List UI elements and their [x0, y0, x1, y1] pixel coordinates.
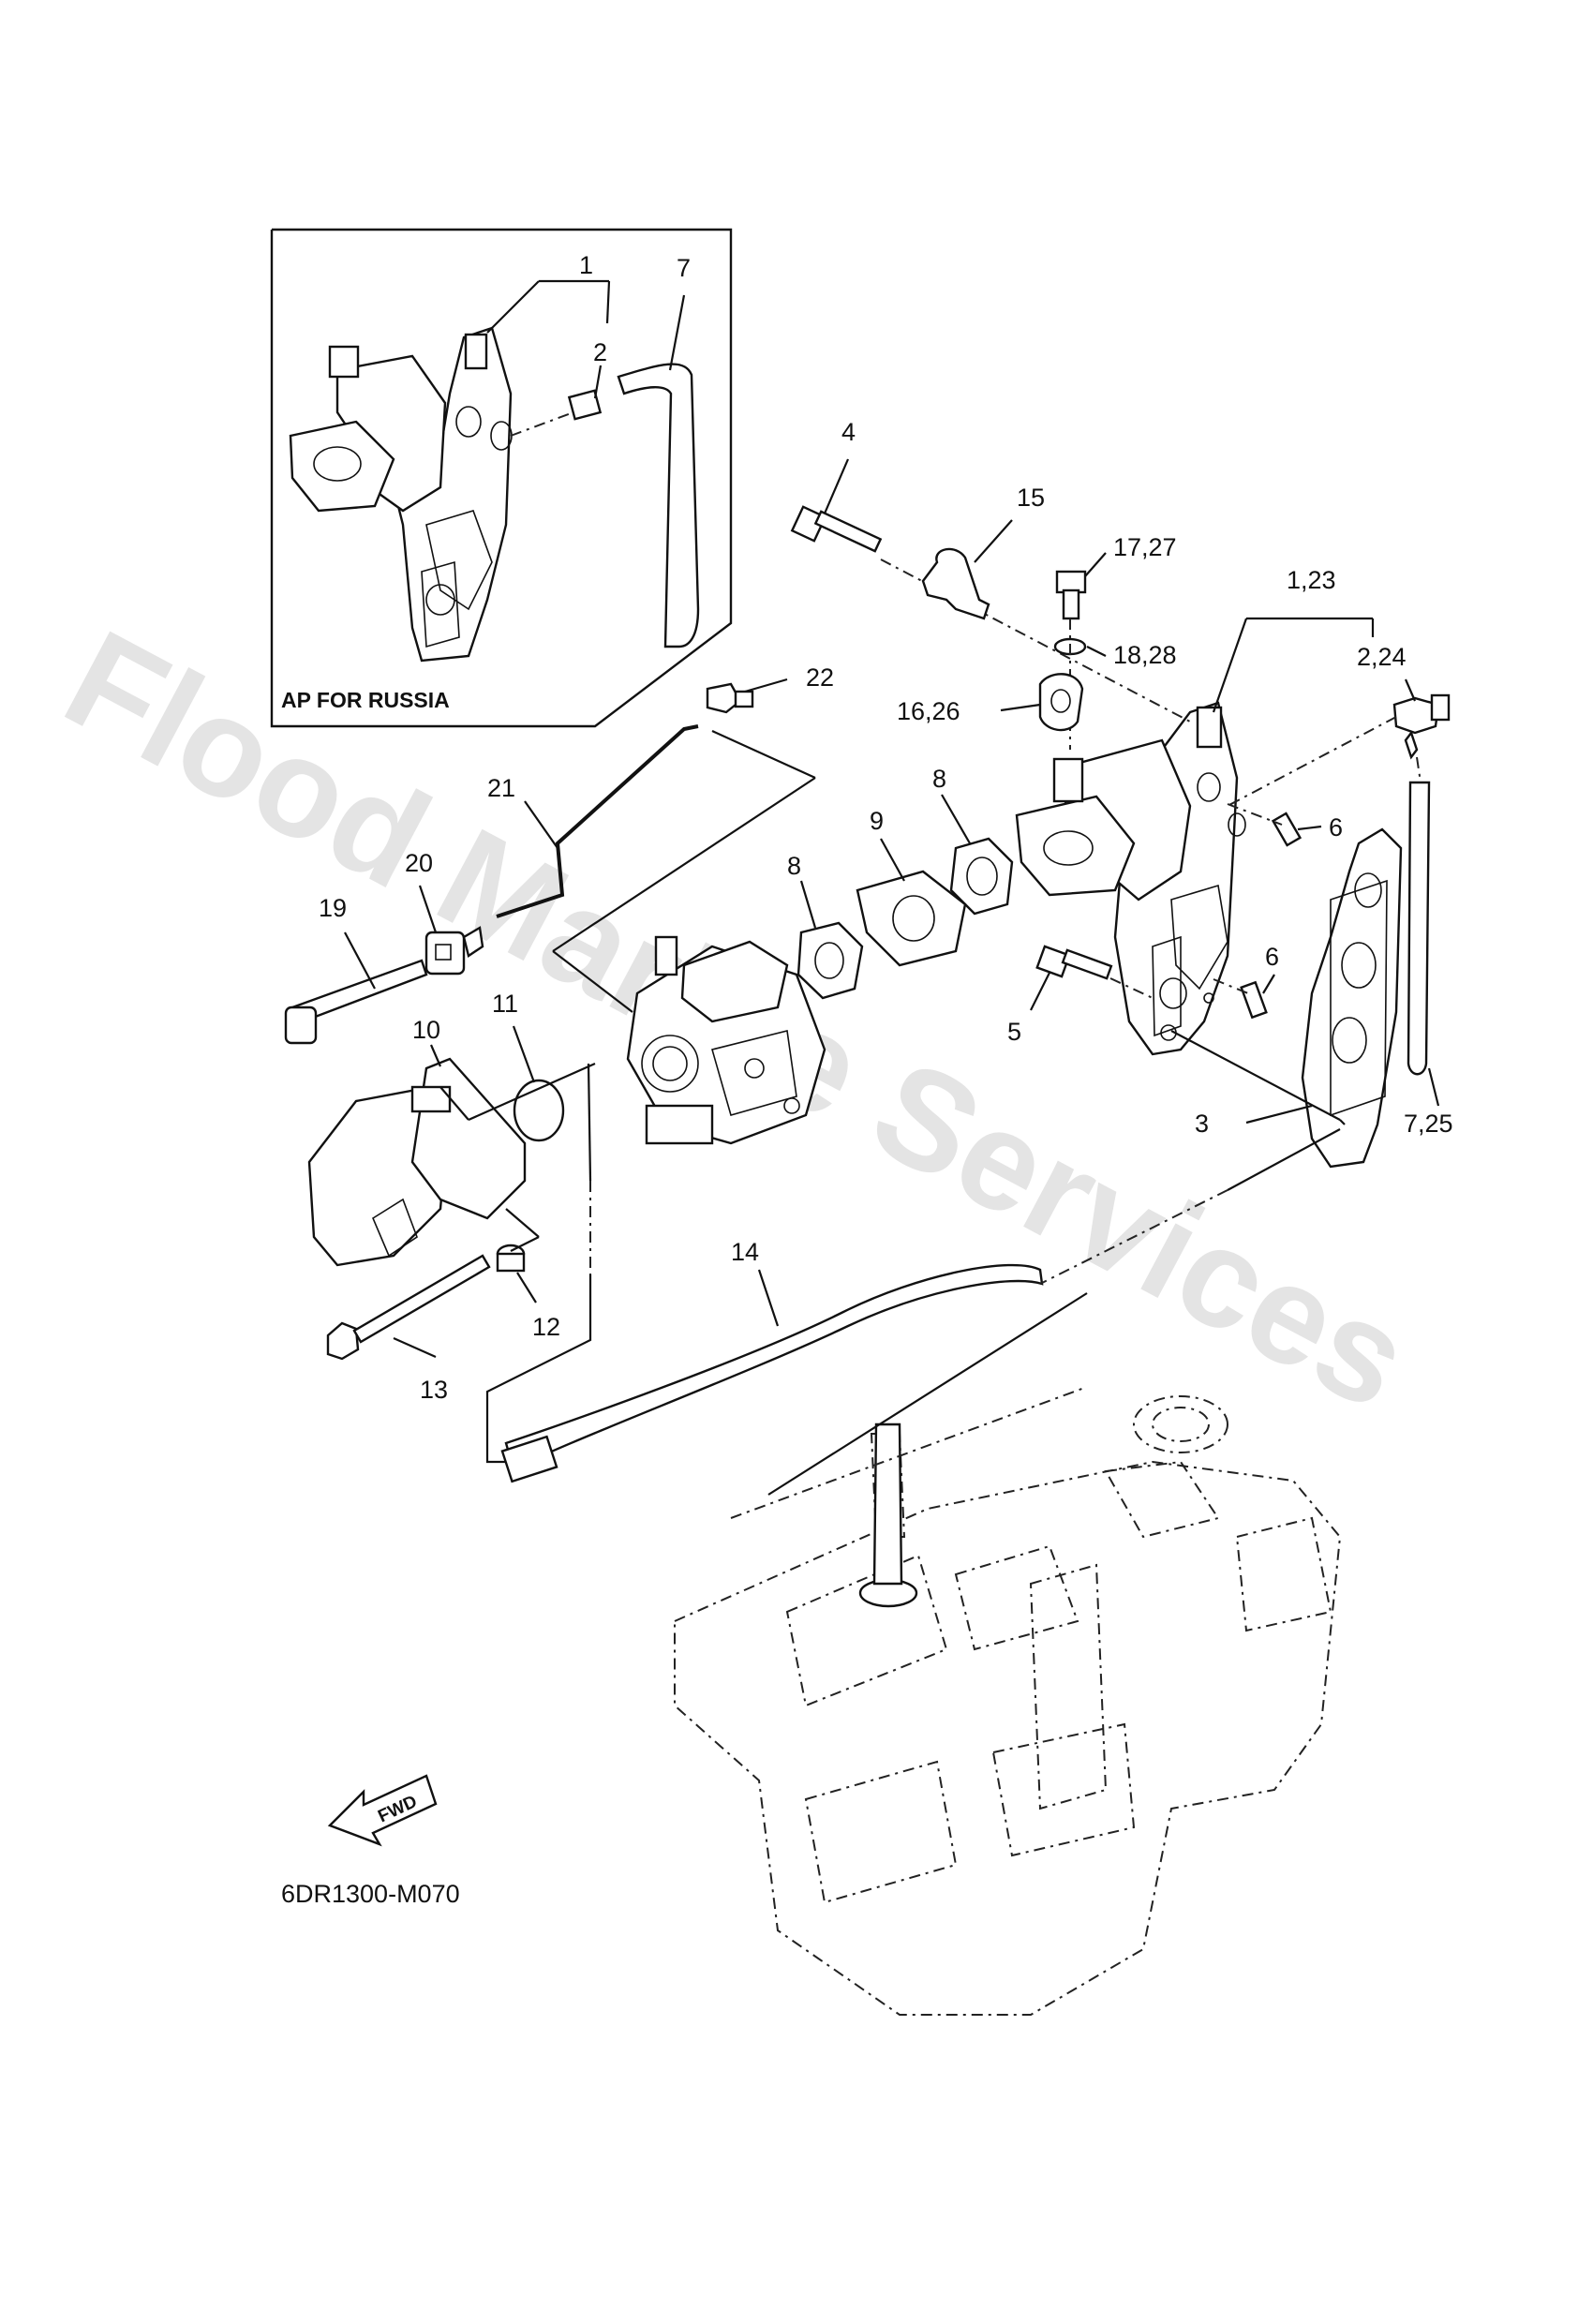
fwd-arrow: FWD	[327, 1774, 438, 1847]
hose-nipple	[1227, 693, 1451, 807]
dowel-pin-lower	[1240, 980, 1268, 1020]
callout-3: 3	[1195, 1110, 1209, 1138]
engine-block	[674, 1386, 1342, 2016]
choke-shaft	[284, 959, 428, 1045]
callout-8-upper: 8	[932, 765, 946, 793]
callout-16-26: 16,26	[897, 697, 960, 725]
callout-4: 4	[841, 418, 856, 446]
callout-10: 10	[412, 1016, 440, 1044]
callout-13: 13	[420, 1376, 448, 1404]
callout-2-24: 2,24	[1357, 643, 1407, 671]
callout-14: 14	[731, 1238, 759, 1266]
inset-intake-manifold	[289, 326, 513, 663]
collar	[496, 1244, 526, 1273]
callout-7-inset: 7	[677, 254, 691, 282]
intake-manifold	[1015, 701, 1246, 1056]
callout-12: 12	[532, 1313, 560, 1341]
breather-hose	[504, 1263, 1044, 1471]
callout-6-lower: 6	[1265, 943, 1279, 971]
breather-hose-end	[500, 1435, 558, 1483]
callout-9: 9	[870, 807, 884, 835]
carburetor	[626, 935, 826, 1145]
callout-15: 15	[1017, 484, 1045, 512]
carb-insulator	[856, 870, 967, 967]
callout-1-inset: 1	[579, 251, 593, 279]
callout-19: 19	[319, 894, 347, 922]
bolt-13	[326, 1254, 491, 1361]
rod-clip	[706, 682, 754, 714]
russia-inset: 1 2 7 AP FOR RUSSIA	[270, 228, 733, 728]
inset-caption: AP FOR RUSSIA	[281, 688, 450, 712]
callout-21: 21	[487, 774, 515, 802]
carb-gasket-upper	[949, 837, 1014, 916]
link-rod	[496, 724, 699, 918]
o-ring	[513, 1079, 565, 1142]
inset-hose-nipple	[510, 389, 603, 437]
callout-7-25: 7,25	[1404, 1110, 1453, 1138]
inset-frame	[270, 228, 733, 728]
dowel-pin-upper	[1271, 812, 1303, 847]
callout-5: 5	[1007, 1018, 1021, 1046]
hose-bracket	[921, 547, 990, 620]
callout-17-27: 17,27	[1113, 533, 1177, 561]
callout-20: 20	[405, 849, 433, 877]
callout-6-upper: 6	[1329, 813, 1343, 842]
callout-2-inset: 2	[593, 338, 607, 366]
callout-22: 22	[806, 663, 834, 692]
carb-gasket-lower	[796, 921, 864, 1000]
callout-1-23: 1,23	[1287, 566, 1336, 594]
choke-knob	[424, 926, 484, 976]
fuel-hose	[1407, 781, 1431, 1076]
callout-18-28: 18,28	[1113, 641, 1177, 669]
figure-code: 6DR1300-M070	[281, 1880, 460, 1908]
leader-lines	[344, 458, 1440, 1496]
screw-17	[1055, 570, 1087, 620]
callout-11: 11	[492, 990, 518, 1018]
callout-8-lower: 8	[787, 852, 801, 880]
inset-hose	[617, 363, 700, 648]
bolt-5	[1035, 945, 1154, 999]
clamp-16	[1038, 673, 1084, 732]
intake-silencer	[307, 1057, 527, 1267]
